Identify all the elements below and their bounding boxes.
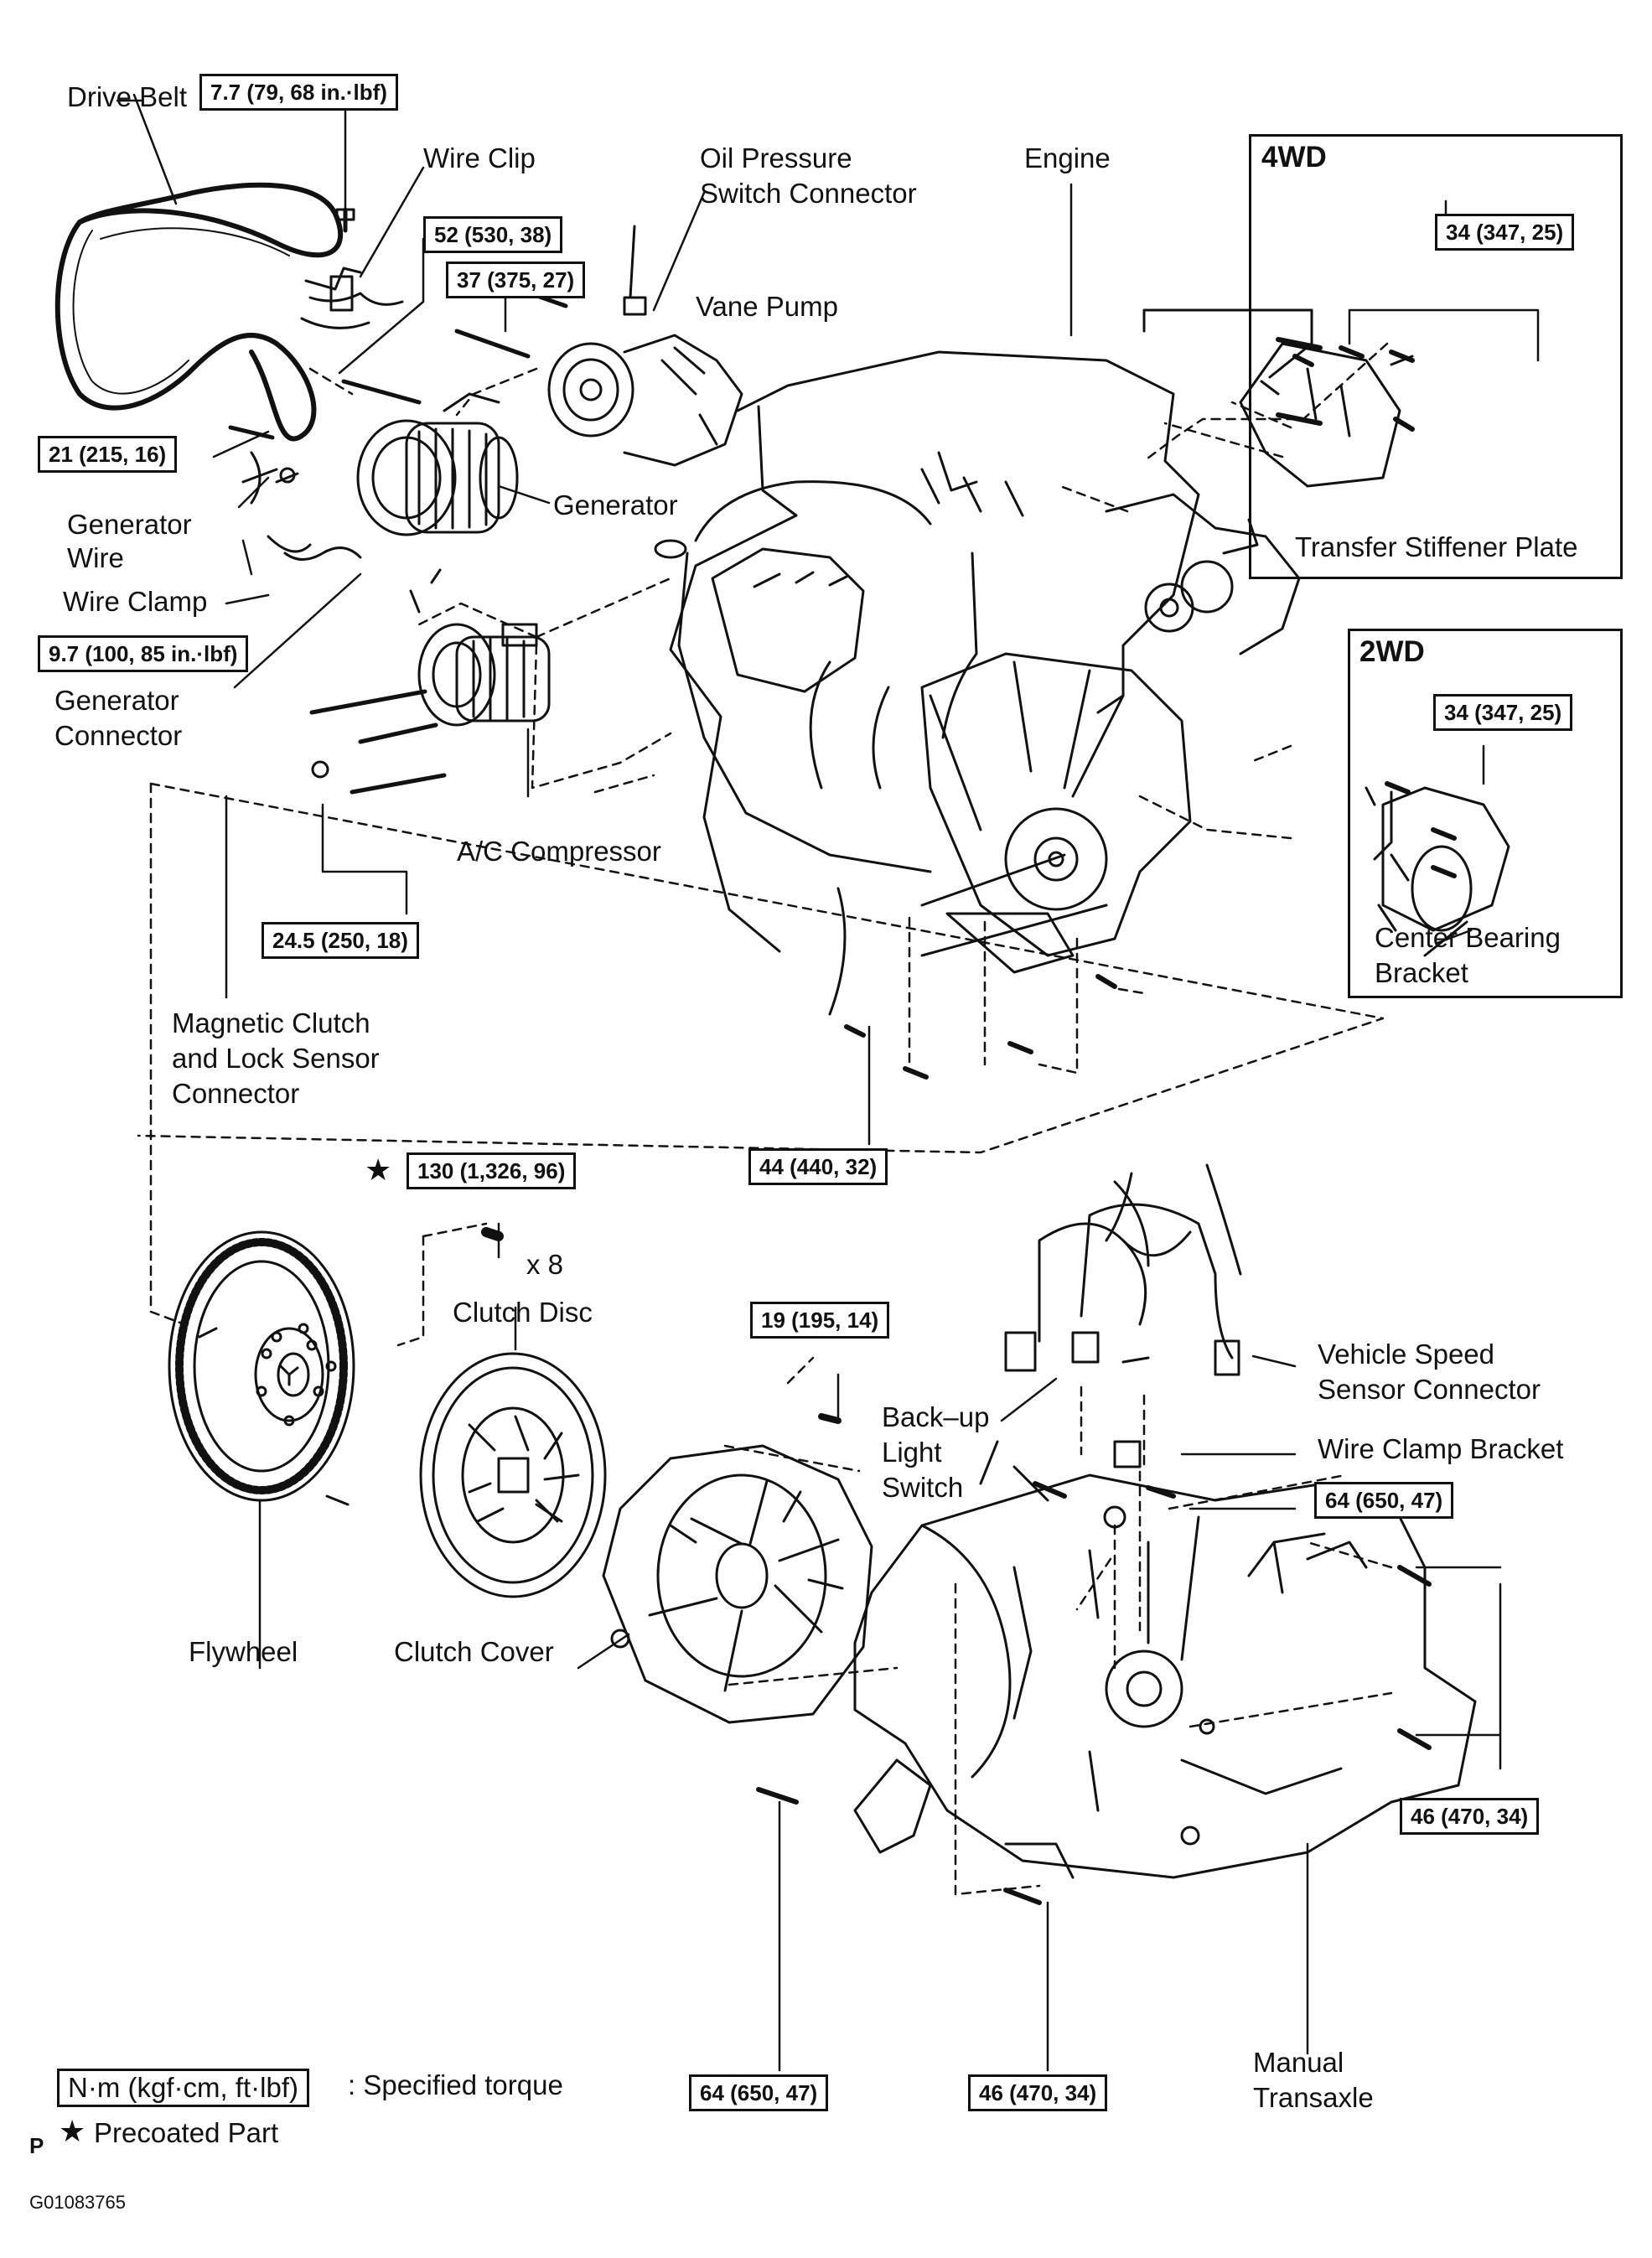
generator-wire-label-1: Generator — [67, 509, 192, 540]
panel-2wd — [1348, 629, 1623, 998]
center-bearing-bracket-label-2: Bracket — [1375, 957, 1468, 988]
flywheel-drawing — [168, 1227, 504, 1506]
engine-label: Engine — [1024, 142, 1111, 173]
torque-9-7: 9.7 (100, 85 in.·lbf) — [38, 635, 249, 672]
magnetic-clutch-label-2: and Lock Sensor — [172, 1043, 380, 1074]
wire-clip-label: Wire Clip — [423, 142, 536, 173]
generator-drawing — [356, 392, 519, 536]
drive-belt-drawing — [54, 182, 344, 442]
legend-precoated-label: Precoated Part — [94, 2117, 279, 2148]
torque-drive-belt: 7.7 (79, 68 in.·lbf) — [199, 74, 398, 111]
clutch-disc-label: Clutch Disc — [453, 1297, 593, 1328]
torque-19: 19 (195, 14) — [750, 1302, 890, 1339]
clutch-disc-drawing — [419, 1352, 607, 1598]
torque-44: 44 (440, 32) — [748, 1148, 888, 1185]
torque-21: 21 (215, 16) — [38, 436, 178, 473]
vehicle-speed-sensor-label-1: Vehicle Speed — [1318, 1339, 1495, 1370]
torque-4wd: 34 (347, 25) — [1435, 214, 1575, 251]
wiring-harness-drawing — [1004, 1163, 1242, 1468]
drive-belt-label: Drive Belt — [67, 81, 188, 112]
torque-46-right: 46 (470, 34) — [1400, 1798, 1540, 1835]
backup-light-switch-label-2: Light — [882, 1437, 942, 1468]
transfer-stiffener-plate-drawing — [1142, 308, 1415, 488]
clutch-cover-label: Clutch Cover — [394, 1636, 554, 1667]
manual-transaxle-label-1: Manual — [1253, 2047, 1344, 2078]
wire-clamp-label: Wire Clamp — [63, 586, 208, 617]
backup-light-switch-label-3: Switch — [882, 1472, 964, 1503]
bolt-drive-belt — [335, 207, 355, 233]
magnetic-clutch-label-3: Connector — [172, 1078, 300, 1109]
ac-compressor-drawing — [309, 568, 551, 795]
wire-clip-drawing — [300, 267, 404, 329]
legend-unit-box: N·m (kgf·cm, ft·lbf) — [57, 2069, 309, 2107]
torque-130: 130 (1,326, 96) — [407, 1152, 577, 1189]
torque-52: 52 (530, 38) — [423, 216, 563, 253]
center-bearing-bracket-drawing — [1365, 781, 1510, 957]
legend-star-icon: ★ — [59, 2114, 86, 2148]
torque-64-upper: 64 (650, 47) — [1314, 1482, 1454, 1519]
panel-4wd-title: 4WD — [1261, 141, 1327, 173]
torque-46-lower: 46 (470, 34) — [968, 2074, 1108, 2111]
leader-lines — [116, 93, 1540, 2072]
backup-light-switch-label-1: Back–up — [882, 1401, 990, 1432]
oil-pressure-switch-label-2: Switch Connector — [700, 178, 917, 209]
generator-bolts — [228, 379, 422, 561]
x8-label: x 8 — [526, 1249, 564, 1280]
torque-24-5: 24.5 (250, 18) — [262, 922, 419, 959]
torque-2wd: 34 (347, 25) — [1433, 694, 1573, 731]
generator-wire-label-2: Wire — [67, 542, 124, 573]
transaxle-drawing — [853, 1440, 1477, 1879]
torque-64-lower: 64 (650, 47) — [689, 2074, 829, 2111]
torque-37: 37 (375, 27) — [446, 262, 586, 298]
precoated-star-icon: ★ — [365, 1152, 392, 1187]
panel-4wd — [1249, 134, 1623, 579]
transaxle-bolts — [756, 1481, 1432, 1905]
vane-pump-label: Vane Pump — [696, 291, 838, 322]
panel-2wd-title: 2WD — [1359, 635, 1425, 668]
clutch-cover-drawing — [602, 1413, 873, 1724]
guide-lines — [137, 342, 1393, 1896]
center-bearing-bracket-label-1: Center Bearing — [1375, 922, 1561, 953]
figure-code: G01083765 — [29, 2192, 126, 2213]
generator-connector-label-1: Generator — [54, 685, 179, 716]
manual-transaxle-label-2: Transaxle — [1253, 2082, 1374, 2113]
oil-pressure-switch-label-1: Oil Pressure — [700, 142, 852, 173]
page-letter: P — [29, 2133, 44, 2158]
legend-unit-text: : Specified torque — [348, 2069, 563, 2100]
generator-label: Generator — [553, 489, 678, 520]
vehicle-speed-sensor-label-2: Sensor Connector — [1318, 1374, 1541, 1405]
magnetic-clutch-label-1: Magnetic Clutch — [172, 1007, 370, 1038]
transfer-stiffener-plate-label: Transfer Stiffener Plate — [1295, 531, 1578, 562]
generator-connector-label-2: Connector — [54, 720, 183, 751]
wire-clamp-bracket-label: Wire Clamp Bracket — [1318, 1433, 1564, 1464]
ac-compressor-label: A/C Compressor — [457, 836, 661, 867]
engine-mount-bolts — [844, 974, 1117, 1080]
engine-drawing — [654, 350, 1301, 1016]
flywheel-label: Flywheel — [189, 1636, 298, 1667]
